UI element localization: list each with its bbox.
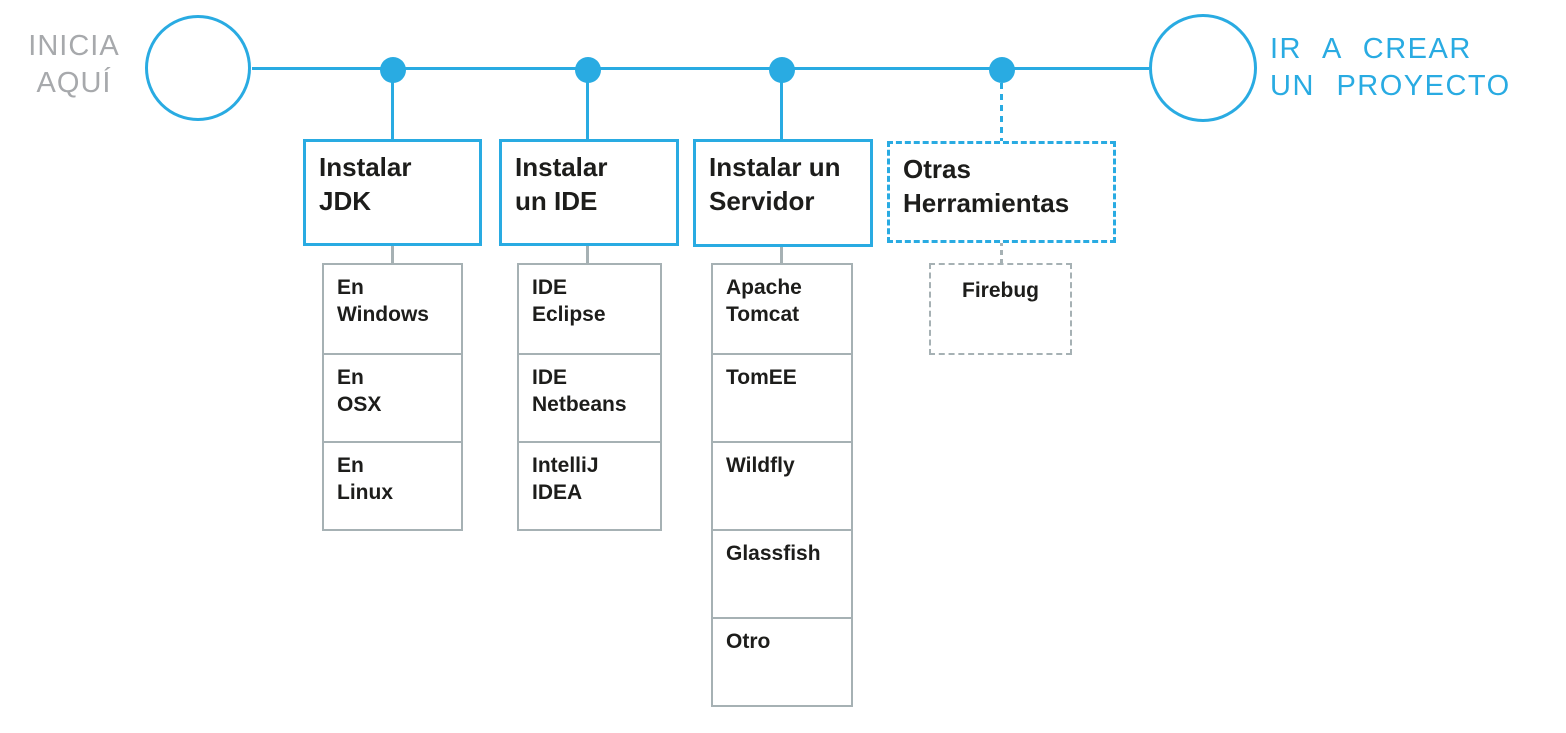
milestone-box-jdk[interactable]: Instalar JDK [303, 139, 482, 246]
list-item-servidor-tomcat[interactable]: Apache Tomcat [726, 276, 802, 327]
sublist-connector [586, 244, 589, 263]
timeline-dot [380, 57, 406, 83]
sublist-connector [391, 244, 394, 263]
milestone-connector-dashed [1000, 83, 1003, 141]
sublist-connector [780, 245, 783, 263]
milestone-box-ide[interactable]: Instalar un IDE [499, 139, 679, 246]
list-item-servidor-otro[interactable]: Otro [713, 617, 851, 705]
end-circle [1149, 14, 1257, 122]
list-item-jdk-osx[interactable]: En OSX [324, 353, 461, 441]
list-item-servidor-glassfish[interactable]: Glassfish [713, 529, 851, 617]
timeline-dot [575, 57, 601, 83]
milestone-connector [391, 70, 394, 139]
list-item-jdk-windows[interactable]: En Windows [337, 276, 429, 327]
sublist-jdk: En Windows En OSX En Linux [322, 263, 463, 531]
list-item-ide-intellij[interactable]: IntelliJ IDEA [519, 441, 660, 529]
milestone-connector [780, 70, 783, 139]
sublist-ide: IDE Eclipse IDE Netbeans IntelliJ IDEA [517, 263, 662, 531]
sublist-servidor: Apache Tomcat TomEE Wildfly Glassfish Ot… [711, 263, 853, 707]
timeline-dot [989, 57, 1015, 83]
timeline-line [252, 67, 1149, 70]
list-item-jdk-linux[interactable]: En Linux [324, 441, 461, 529]
start-label: INICIA AQUÍ [28, 30, 120, 100]
list-item-ide-netbeans[interactable]: IDE Netbeans [519, 353, 660, 441]
list-item-servidor-tomee[interactable]: TomEE [713, 353, 851, 441]
sublist-otras: Firebug [929, 263, 1072, 355]
sublist-connector-dashed [1000, 241, 1003, 263]
start-circle [145, 15, 251, 121]
milestone-box-servidor[interactable]: Instalar un Servidor [693, 139, 873, 247]
milestone-box-otras[interactable]: Otras Herramientas [887, 141, 1116, 243]
end-label: IR A CREAR UN PROYECTO [1270, 33, 1511, 103]
timeline-dot [769, 57, 795, 83]
list-item-ide-eclipse[interactable]: IDE Eclipse [532, 276, 606, 327]
list-item-otras-firebug[interactable]: Firebug [962, 279, 1039, 302]
milestone-connector [586, 70, 589, 139]
list-item-servidor-wildfly[interactable]: Wildfly [713, 441, 851, 529]
